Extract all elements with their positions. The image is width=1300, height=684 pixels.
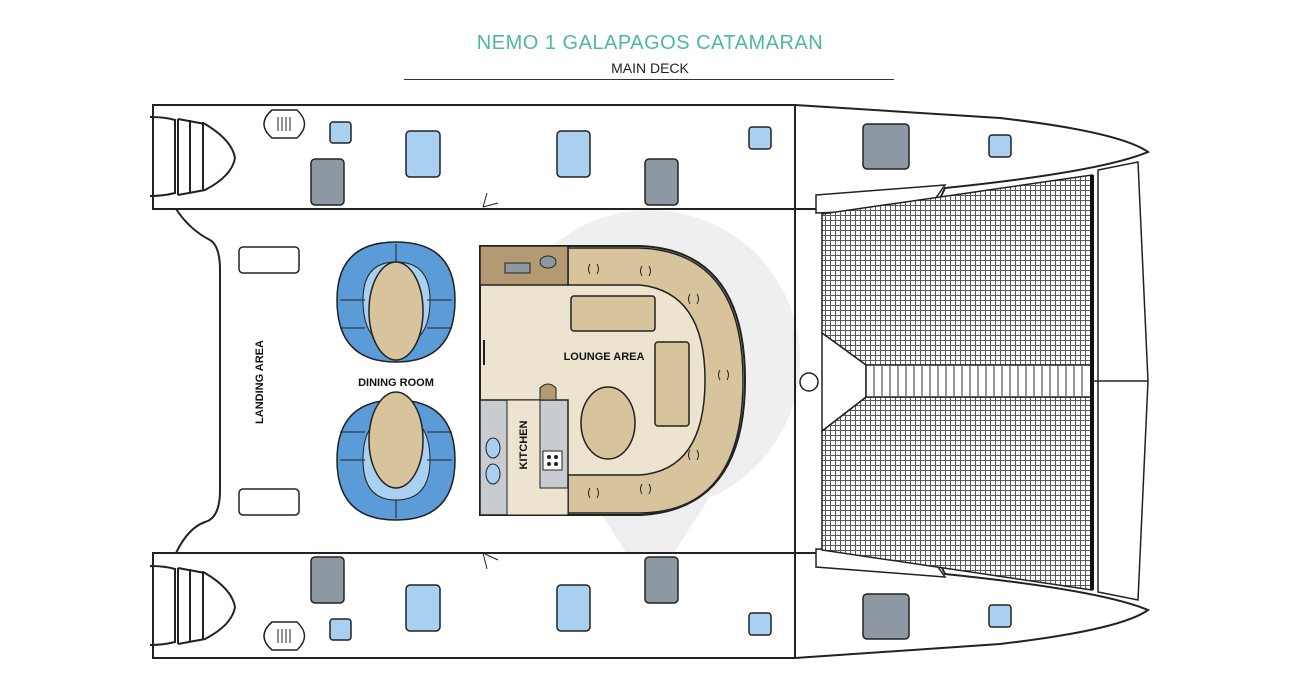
dining-room-label: DINING ROOM (358, 377, 434, 389)
dining-table-bottom (336, 391, 456, 521)
bottom-toilet-icon (263, 621, 306, 651)
cabin-door-icon (644, 158, 679, 206)
deck-hatch (238, 488, 300, 516)
window-icon (748, 126, 772, 150)
deck-plan-subtitle: MAIN DECK (611, 60, 689, 76)
deck-plan-title: NEMO 1 GALAPAGOS CATAMARAN (476, 32, 824, 54)
kitchen-label: KITCHEN (518, 421, 530, 470)
lounge-area-label: LOUNGE AREA (564, 351, 645, 363)
window-icon (329, 121, 352, 144)
hatch-icon (862, 593, 910, 640)
saloon (479, 245, 747, 516)
bow (799, 161, 1149, 601)
window-icon (329, 618, 352, 641)
window-icon (556, 130, 591, 178)
mast-icon (799, 372, 819, 392)
sofa-cushion (570, 295, 656, 332)
hatch-icon (862, 123, 910, 170)
top-toilet-icon (263, 109, 306, 139)
walkway (865, 364, 1093, 398)
coffee-table (580, 386, 636, 460)
window-icon (405, 584, 441, 632)
window-icon (556, 584, 591, 632)
sofa-cushion (654, 341, 690, 427)
deck-hatch (238, 246, 300, 274)
stove-icon (542, 450, 563, 471)
cabin-door-icon (310, 556, 345, 604)
cabin-door-icon (310, 158, 345, 206)
window-icon (988, 134, 1012, 158)
center-deck (175, 208, 796, 554)
title-underline (404, 79, 894, 80)
window-icon (988, 604, 1012, 628)
window-icon (748, 612, 772, 636)
bottom-hull-rooms (263, 548, 1012, 651)
window-icon (405, 130, 441, 178)
landing-area-label: LANDING AREA (254, 340, 266, 424)
dining-table-top (336, 241, 456, 363)
cabin-door-icon (644, 556, 679, 604)
